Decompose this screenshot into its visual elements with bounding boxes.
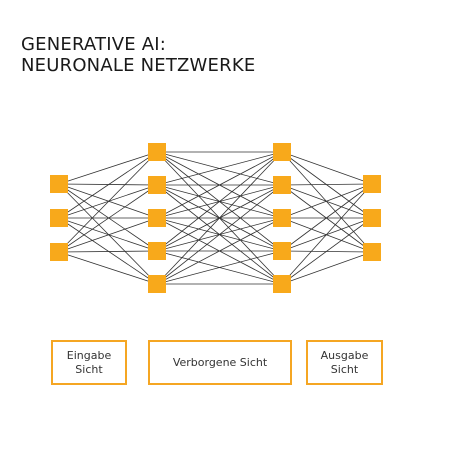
- diagram-title: GENERATIVE AI: NEURONALE NETZWERKE: [21, 34, 255, 76]
- node-output-2: [363, 243, 381, 261]
- node-hidden-2-0: [273, 143, 291, 161]
- node-hidden-2-2: [273, 209, 291, 227]
- edge-l2-4-0: [281, 183, 373, 285]
- edge-l1-3-0: [156, 151, 283, 252]
- edge-l0-0-1: [58, 183, 158, 186]
- edge-l0-0-3: [58, 183, 158, 252]
- hidden-layer-label: Verborgene Sicht: [172, 355, 268, 369]
- edge-l1-1-0: [156, 151, 283, 186]
- edge-l2-1-0: [281, 183, 373, 186]
- node-hidden-1-3: [148, 242, 166, 260]
- edge-l2-1-1: [281, 184, 373, 219]
- network-nodes: [50, 143, 381, 293]
- node-hidden-2-3: [273, 242, 291, 260]
- edge-l0-2-3: [58, 250, 158, 253]
- edge-l2-1-2: [281, 184, 373, 253]
- node-input-0: [50, 175, 68, 193]
- edge-l0-2-0: [58, 151, 158, 253]
- edge-l2-2-2: [281, 217, 373, 253]
- edge-l0-2-2: [58, 217, 158, 253]
- node-hidden-1-1: [148, 176, 166, 194]
- edge-l0-2-4: [58, 251, 158, 285]
- node-input-1: [50, 209, 68, 227]
- edge-l2-0-0: [281, 151, 373, 185]
- edge-l2-3-2: [281, 250, 373, 253]
- edge-l2-4-1: [281, 217, 373, 285]
- edge-l1-4-2: [156, 217, 283, 285]
- edge-l2-4-2: [281, 251, 373, 285]
- edge-l1-2-0: [156, 151, 283, 219]
- node-hidden-1-0: [148, 143, 166, 161]
- edge-l1-4-3: [156, 250, 283, 285]
- edge-l2-0-1: [281, 151, 373, 219]
- output-layer-label-box: Ausgabe Sicht: [306, 340, 383, 385]
- input-layer-label-box: Eingabe Sicht: [51, 340, 127, 385]
- edge-l0-1-4: [58, 217, 158, 285]
- edge-l0-2-1: [58, 184, 158, 253]
- edge-l0-1-3: [58, 217, 158, 252]
- node-input-2: [50, 243, 68, 261]
- hidden-layer-label-box: Verborgene Sicht: [148, 340, 292, 385]
- output-layer-label: Ausgabe Sicht: [320, 348, 369, 376]
- node-hidden-2-4: [273, 275, 291, 293]
- edge-l2-0-2: [281, 151, 373, 253]
- edge-l2-2-0: [281, 183, 373, 219]
- node-hidden-1-4: [148, 275, 166, 293]
- edge-l1-4-0: [156, 151, 283, 285]
- edge-l0-1-0: [58, 151, 158, 219]
- edge-l0-0-2: [58, 183, 158, 219]
- edge-l0-0-0: [58, 151, 158, 185]
- input-layer-label: Eingabe Sicht: [66, 348, 112, 376]
- edge-l0-0-4: [58, 183, 158, 285]
- node-output-0: [363, 175, 381, 193]
- title-line-2: NEURONALE NETZWERKE: [21, 55, 256, 76]
- node-hidden-1-2: [148, 209, 166, 227]
- node-hidden-2-1: [273, 176, 291, 194]
- title-line-1: GENERATIVE AI:: [21, 34, 167, 55]
- node-output-1: [363, 209, 381, 227]
- edge-l2-3-0: [281, 183, 373, 252]
- edge-l1-4-1: [156, 184, 283, 285]
- network-edges: [58, 151, 373, 285]
